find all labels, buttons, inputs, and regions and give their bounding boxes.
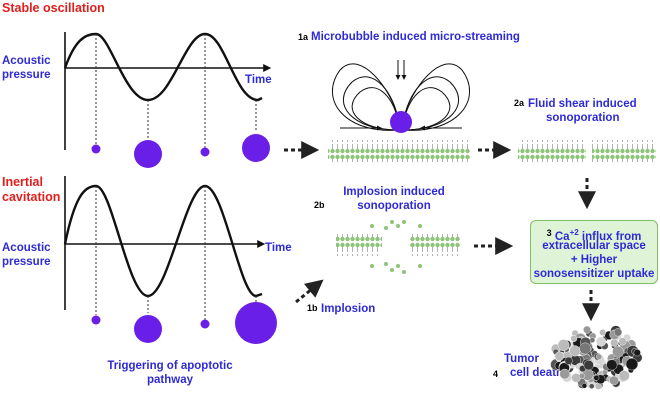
- tumor-cell-blob: [609, 375, 619, 386]
- step-3-box: 3 Ca+2 influx from extracellular space +…: [530, 220, 658, 284]
- bubble-medium: [134, 315, 162, 343]
- tumor-cell-blob: [583, 325, 591, 334]
- step-3-ca: Ca: [554, 230, 570, 243]
- tumor-cell-blob: [633, 349, 641, 357]
- step-2b-line-2: sonoporation: [357, 200, 430, 212]
- tumor-cell-blob: [564, 356, 573, 365]
- inertial-bubbles: [91, 302, 277, 344]
- step-2a-number: 2a: [514, 98, 525, 108]
- tumor-cell-blob: [570, 335, 578, 342]
- cell-membrane-2a-right: [592, 140, 656, 162]
- step-3-line-4: sonosensitizer uptake: [533, 268, 655, 280]
- tumor-cell-blob: [554, 351, 565, 361]
- stable-pressure-wave: [63, 32, 263, 102]
- tumor-cell-blob: [583, 360, 594, 371]
- tumor-cell-blob: [625, 357, 639, 371]
- inertial-y-label-1: Acoustic: [2, 242, 51, 254]
- tumor-cell-blob: [613, 328, 623, 337]
- inertial-title-1: Inertial: [2, 175, 43, 189]
- step-2a-line-2: sonoporation: [546, 112, 619, 124]
- tumor-cell-blob: [599, 329, 606, 336]
- step-1b-text: Implosion: [321, 303, 375, 315]
- tumor-cell-blob: [610, 338, 619, 347]
- cell-membrane-2a-left: [518, 140, 586, 162]
- tumor-cell-blob: [589, 383, 595, 389]
- arrow-inertial-to-2b: [295, 279, 324, 304]
- stable-guide-lines: [95, 34, 257, 148]
- tumor-cell-blob: [593, 374, 600, 381]
- step-3-ca-charge: +2: [569, 228, 579, 237]
- stable-axes: [64, 32, 272, 150]
- tumor-cell-blob: [612, 345, 624, 358]
- step-2b-number: 2b: [314, 200, 325, 210]
- step-4-line-2: cell death: [510, 367, 563, 379]
- bubble-large: [134, 140, 162, 168]
- step-3-line-1: 3 Ca+2 influx from: [531, 226, 657, 244]
- stable-x-label: Time: [245, 74, 272, 86]
- step-4-line-1: Tumor: [504, 353, 539, 365]
- apoptosis-line-2: pathway: [147, 374, 194, 386]
- tumor-cell-blob: [618, 337, 627, 346]
- tumor-cell-cluster: [550, 325, 643, 390]
- ruptured-membrane-2b: [336, 220, 460, 274]
- inertial-pressure-wave: [63, 184, 263, 298]
- tumor-cell-blob: [596, 336, 607, 347]
- bubble-collapsing: [235, 302, 277, 344]
- step-3-line-1b: influx from: [578, 230, 642, 243]
- step-1a-text: Microbubble induced micro-streaming: [311, 31, 520, 43]
- stable-y-label-1: Acoustic: [2, 55, 51, 67]
- bubble-small: [200, 319, 210, 329]
- inertial-title-2: cavitation: [2, 190, 60, 204]
- microbubble: [390, 111, 412, 133]
- apoptosis-line-1: Triggering of apoptotic: [107, 360, 233, 372]
- cell-membrane-1a: [328, 140, 470, 162]
- step-3-line-3: + Higher: [570, 254, 618, 266]
- stable-y-label-2: pressure: [2, 69, 51, 81]
- step-2b-line-1: Implosion induced: [343, 186, 445, 198]
- tumor-cell-blob: [581, 383, 588, 389]
- tumor-cell-blob: [578, 372, 585, 379]
- process-arrows: [284, 141, 600, 322]
- step-1b-number: 1b: [307, 303, 318, 313]
- stable-title: Stable oscillation: [2, 1, 105, 15]
- bubble-small: [91, 315, 101, 325]
- inertial-y-label-2: pressure: [2, 256, 51, 268]
- tumor-cell-blob: [606, 359, 618, 371]
- tumor-cell-blob: [579, 342, 592, 355]
- inertial-x-label: Time: [265, 242, 292, 254]
- step-3-number: 3: [546, 227, 552, 238]
- bubble-small: [91, 144, 101, 154]
- inertial-guide-lines: [95, 186, 257, 320]
- bubble-small: [200, 147, 210, 157]
- step-4-number: 4: [493, 369, 498, 379]
- tumor-cell-blob: [596, 353, 603, 360]
- step-3-line-2: extracellular space: [542, 240, 646, 252]
- step-2a-line-1: Fluid shear induced: [528, 98, 637, 110]
- tumor-cell-blob: [559, 368, 570, 380]
- tumor-cell-blob: [618, 370, 630, 382]
- microstreaming-flow-lines: [331, 60, 471, 131]
- tumor-cell-blob: [557, 339, 570, 351]
- tumor-cell-blob: [569, 345, 581, 357]
- step-1a-number: 1a: [298, 32, 309, 42]
- stable-bubbles: [91, 134, 270, 168]
- bubble-large: [242, 134, 270, 162]
